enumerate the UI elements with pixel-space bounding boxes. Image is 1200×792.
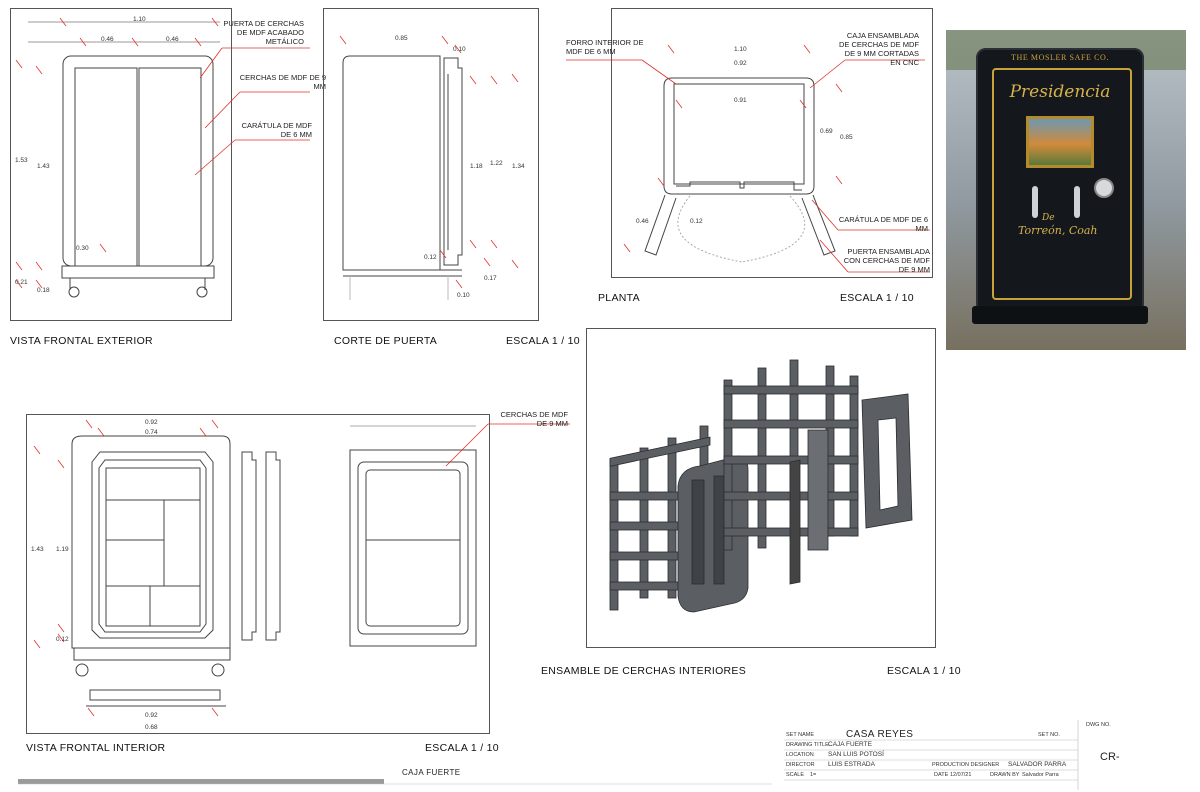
tb-pd: SALVADOR PARRA — [1008, 761, 1067, 768]
tb-location-label: LOCATION — [786, 752, 814, 758]
tb-director: LUIS ESTRADA — [828, 761, 875, 768]
dim-door-thick: 0.10 — [453, 46, 466, 53]
dim-half-right: 0.46 — [166, 36, 179, 43]
dim-door-h1: 1.18 — [470, 163, 483, 170]
dim-int-b: 0.12 — [56, 636, 69, 643]
tb-drawing-title-label: DRAWING TITLE — [786, 742, 829, 748]
front-exterior-drawing — [15, 17, 310, 298]
tb-scale-label: SCALE — [786, 772, 805, 778]
scale-assembly: ESCALA 1 / 10 — [887, 665, 961, 677]
door-panel — [861, 393, 913, 529]
front-exterior-frame — [10, 8, 232, 321]
scale-plan: ESCALA 1 / 10 — [840, 292, 914, 304]
note-caratula-6mm: CARÁTULA DE MDF DE 6 MM — [241, 121, 312, 139]
dim-plan-d2: 0.85 — [840, 134, 853, 141]
tb-set-name-label: SET NAME — [786, 732, 815, 738]
safe-body — [976, 48, 1144, 310]
front-interior-drawing — [33, 419, 570, 717]
tb-set-name: CASA REYES — [846, 729, 914, 740]
safe-sub2: Torreón, Coah — [1018, 224, 1098, 237]
note-int-mdf: CERCHAS DE MDF DE 9 MM — [500, 410, 568, 428]
door-section-drawing — [339, 35, 519, 300]
dim-door-base: 0.12 — [424, 254, 437, 261]
title-front-interior: VISTA FRONTAL INTERIOR — [26, 742, 166, 754]
tb-location: SAN LUIS POTOSÍ — [828, 751, 884, 758]
dim-door-h2: 1.22 — [490, 160, 503, 167]
dim-h-total: 1.53 — [15, 157, 28, 164]
dim-base: 0.30 — [76, 245, 89, 252]
safe-base — [972, 306, 1148, 324]
title-plan: PLANTA — [598, 292, 640, 304]
note-door-metallic: PUERTA DE CERCHAS DE MDF ACABADO METÁLIC… — [223, 19, 304, 46]
dim-plan-leaf: 0.46 — [636, 218, 649, 225]
dim-plan-d1: 0.69 — [820, 128, 833, 135]
tb-set-no-label: SET NO. — [1038, 732, 1060, 738]
dim-top: 1.10 — [133, 16, 146, 23]
tb-director-label: DIRECTOR — [786, 762, 815, 768]
safe-brand: THE MOSLER SAFE CO. — [1010, 53, 1110, 62]
footer-title: CAJA FUERTE — [402, 768, 461, 777]
title-front-exterior: VISTA FRONTAL EXTERIOR — [10, 335, 153, 347]
assembly-frame — [586, 328, 936, 648]
dim-h-body: 1.43 — [37, 163, 50, 170]
safe-photo: THE MOSLER SAFE CO. Presidencia De Torre… — [946, 30, 1186, 350]
right-cage — [723, 359, 859, 585]
dim-int-h2: 1.19 — [56, 546, 69, 553]
tb-drawn-label: DRAWN BY — [990, 772, 1020, 778]
tb-drawn: Salvador Parra — [1022, 772, 1059, 778]
assembly-drawing — [609, 359, 913, 613]
note-mdf-9mm: CERCHAS DE MDF DE 9 MM — [239, 73, 326, 91]
dim-int-w1: 0.92 — [145, 419, 158, 426]
tb-scale: 1= — [810, 772, 817, 778]
note-puerta-ensamblada: PUERTA ENSAMBLADA CON CERCHAS DE MDF DE … — [843, 247, 930, 274]
dim-foot: 0.21 — [15, 279, 28, 286]
safe-script: Presidencia — [1009, 82, 1111, 102]
scale-door-section: ESCALA 1 / 10 — [506, 335, 580, 347]
dim-int-w2: 0.74 — [145, 429, 158, 436]
note-plan-caratula: CARÁTULA DE MDF DE 6 MM — [838, 215, 928, 233]
tb-dwg-label: DWG NO. — [1086, 722, 1111, 728]
safe-painting — [1026, 116, 1094, 168]
dim-door-h3: 1.34 — [512, 163, 525, 170]
dim-door-b3: 0.10 — [457, 292, 470, 299]
dim-door-width: 0.85 — [395, 35, 408, 42]
scale-front-interior: ESCALA 1 / 10 — [425, 742, 499, 754]
dim-plan-w1: 1.10 — [734, 46, 747, 53]
dim-plan-gap: 0.12 — [690, 218, 703, 225]
plan-frame — [611, 8, 933, 278]
dim-int-bw2: 0.68 — [145, 724, 158, 731]
safe-sub1: De — [1042, 213, 1055, 223]
dim-foot2: 0.18 — [37, 287, 50, 294]
dim-half-left: 0.46 — [101, 36, 114, 43]
front-interior-frame — [26, 414, 490, 734]
dim-plan-w2: 0.92 — [734, 60, 747, 67]
safe-door-outline — [992, 68, 1132, 300]
dim-door-b2: 0.17 — [484, 275, 497, 282]
tb-date-label: DATE — [934, 772, 949, 778]
door-section-frame — [323, 8, 539, 321]
safe-dial — [1094, 178, 1114, 198]
note-caja-cnc: CAJA ENSAMBLADA DE CERCHAS DE MDF DE 9 M… — [838, 31, 919, 67]
tb-date: 12/07/21 — [950, 772, 972, 778]
title-door-section: CORTE DE PUERTA — [334, 335, 438, 347]
tb-drawing-title: CAJA FUERTE — [828, 741, 872, 748]
title-assembly: ENSAMBLE DE CERCHAS INTERIORES — [541, 665, 747, 677]
safe-handle-left — [1032, 186, 1038, 218]
plan-drawing — [566, 44, 930, 273]
note-forro-interior: FORRO INTERIOR DE MDF DE 6 MM — [566, 38, 644, 56]
tb-dwg: CR- — [1100, 751, 1120, 763]
safe-handle-right — [1074, 186, 1080, 218]
tb-pd-label: PRODUCTION DESIGNER — [932, 762, 1000, 768]
dim-int-bw1: 0.92 — [145, 712, 158, 719]
dim-plan-w3: 0.91 — [734, 97, 747, 104]
dim-int-h1: 1.43 — [31, 546, 44, 553]
